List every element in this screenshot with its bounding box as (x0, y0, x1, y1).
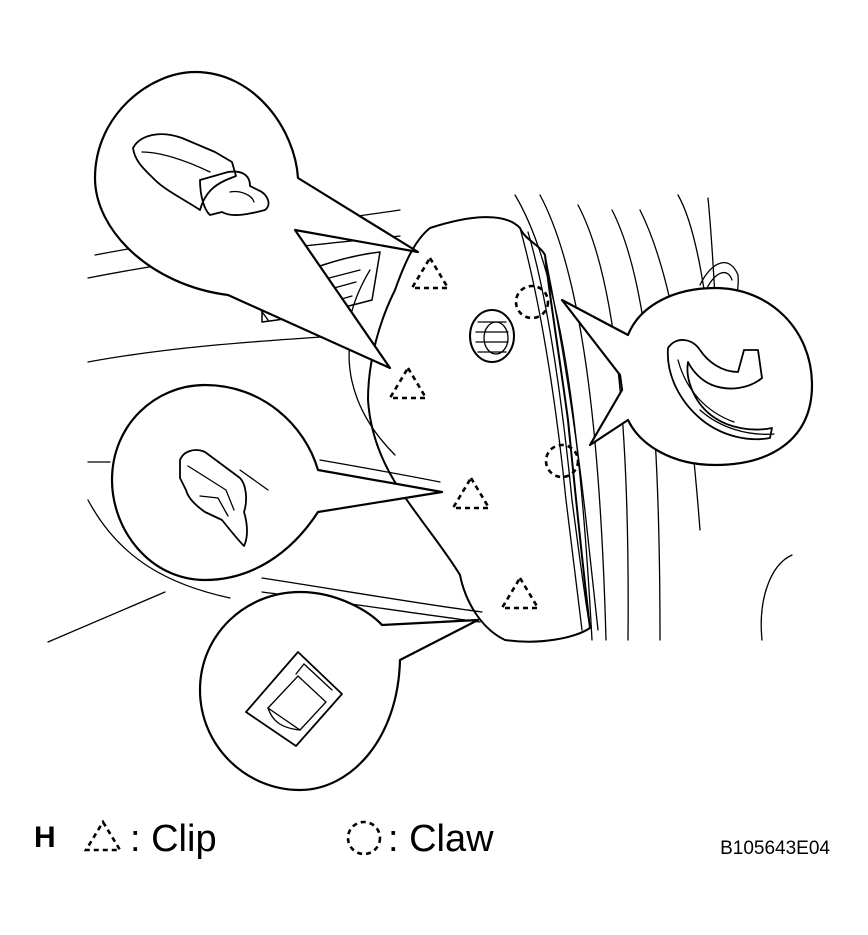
callout-claw (560, 286, 814, 467)
claw-marker (544, 443, 580, 479)
callout-clip-top (93, 70, 420, 370)
clip-marker (409, 255, 451, 290)
claw-markers (514, 284, 580, 479)
section-letter: H (34, 821, 56, 854)
clip-markers (387, 255, 541, 610)
figure-code: B105643E04 (720, 838, 830, 859)
clip-legend-label: : Clip (130, 818, 217, 860)
callout-clip-middle (110, 383, 444, 582)
callout-clip-bottom (198, 590, 480, 792)
legend: H : Clip : Claw (34, 818, 494, 860)
claw-legend-label: : Claw (388, 818, 494, 860)
clip-marker (499, 575, 541, 610)
trim-panel (367, 216, 599, 643)
dashed-triangle-icon (83, 819, 123, 852)
clip-marker (450, 475, 492, 510)
clip-marker (387, 365, 429, 400)
dashed-circle-icon (346, 820, 382, 856)
claw-marker (514, 284, 550, 320)
